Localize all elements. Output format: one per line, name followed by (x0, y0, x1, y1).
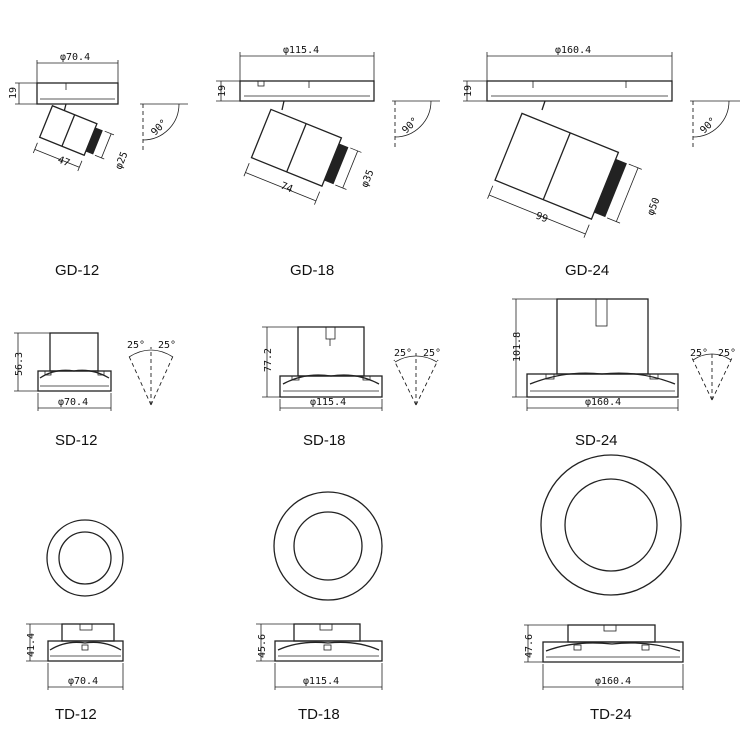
sd24-tilt-left-label: 25° (690, 348, 708, 359)
td24-diameter-label: φ160.4 (595, 676, 631, 687)
gd18-drawing: φ115.4 19 74 φ35 90° GD-18 (216, 45, 440, 279)
gd24-head-label: φ50 (646, 196, 663, 217)
sd18-diameter-label: φ115.4 (310, 397, 346, 408)
sd24-model-label: SD-24 (575, 432, 618, 449)
gd24-angle-label: 90° (698, 116, 719, 137)
gd24-drawing: φ160.4 19 99 φ50 90° GD-24 (463, 45, 740, 279)
gd24-diameter-label: φ160.4 (555, 45, 591, 56)
gd24-length-label: 99 (534, 211, 549, 226)
gd18-height-label: 19 (217, 85, 228, 97)
gd18-head-label: φ35 (360, 168, 377, 189)
sd12-model-label: SD-12 (55, 432, 98, 449)
sd18-drawing: 77.2 φ115.4 25° 25° SD-18 (262, 326, 441, 449)
sd12-drawing: 56.3 φ70.4 25° 25° SD-12 (14, 332, 176, 449)
gd12-model-label: GD-12 (55, 262, 99, 279)
gd12-drawing: φ70.4 19 47 φ25 90° GD-12 (8, 52, 188, 279)
sd18-tilt-left-label: 25° (394, 348, 412, 359)
sd18-tilt-right-label: 25° (423, 348, 441, 359)
gd24-model-label: GD-24 (565, 262, 609, 279)
sd24-height-label: 101.8 (512, 332, 523, 362)
gd12-head-label: φ25 (114, 150, 131, 171)
gd18-diameter-label: φ115.4 (283, 45, 319, 56)
sd12-diameter-label: φ70.4 (58, 397, 88, 408)
sd12-tilt-right-label: 25° (158, 340, 176, 351)
gd12-height-label: 19 (8, 87, 19, 99)
td24-model-label: TD-24 (590, 706, 632, 723)
gd12-diameter-label: φ70.4 (60, 52, 90, 63)
td12-height-label: 41.4 (26, 633, 37, 657)
sd24-diameter-label: φ160.4 (585, 397, 621, 408)
td12-drawing: 41.4 φ70.4 TD-12 (26, 519, 124, 723)
sd12-tilt-left-label: 25° (127, 340, 145, 351)
gd12-angle-label: 90° (149, 118, 170, 139)
gd24-height-label: 19 (463, 85, 474, 97)
td18-diameter-label: φ115.4 (303, 676, 339, 687)
td18-drawing: 45.6 φ115.4 TD-18 (256, 491, 383, 723)
sd24-tilt-right-label: 25° (718, 348, 736, 359)
sd18-model-label: SD-18 (303, 432, 346, 449)
gd12-length-label: 47 (56, 155, 71, 170)
gd18-angle-label: 90° (400, 116, 421, 137)
td12-diameter-label: φ70.4 (68, 676, 98, 687)
sd12-height-label: 56.3 (14, 352, 25, 376)
td24-drawing: 47.6 φ160.4 TD-24 (524, 454, 684, 723)
td24-height-label: 47.6 (524, 634, 535, 658)
td18-height-label: 45.6 (257, 634, 268, 658)
td18-model-label: TD-18 (298, 706, 340, 723)
gd18-length-label: 74 (279, 181, 294, 196)
gd18-model-label: GD-18 (290, 262, 334, 279)
td12-model-label: TD-12 (55, 706, 97, 723)
sd24-drawing: 101.8 φ160.4 25° 25° SD-24 (512, 298, 736, 449)
sd18-height-label: 77.2 (263, 348, 274, 372)
